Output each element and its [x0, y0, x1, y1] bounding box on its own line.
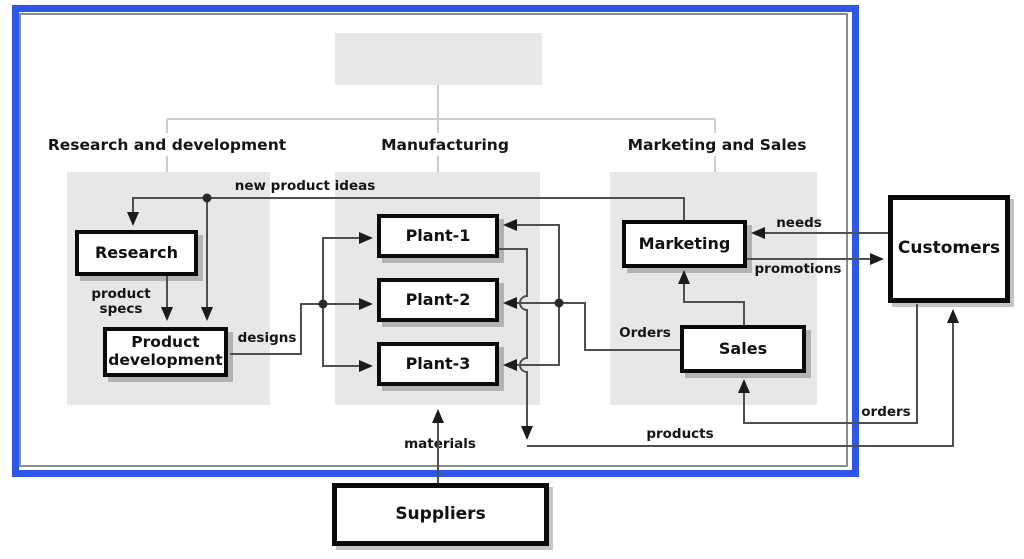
marketing-box: Marketing	[622, 220, 747, 268]
research-box-label: Research	[94, 242, 179, 262]
plant-3-box: Plant-3	[377, 342, 499, 386]
flow-label-promotions: promotions	[754, 261, 842, 277]
dept-label-research-and-development: Research and development	[47, 136, 287, 154]
org-root-box	[335, 33, 542, 85]
plant-3-box-label: Plant-3	[405, 353, 471, 373]
dept-label-marketing-and-sales: Marketing and Sales	[627, 136, 807, 154]
plant-2-box-label: Plant-2	[405, 289, 471, 309]
product-development-box: Product development	[103, 327, 228, 377]
flow-label-materials: materials	[404, 436, 476, 452]
suppliers-box-label: Suppliers	[395, 503, 486, 524]
customers-box: Customers	[888, 195, 1010, 303]
flow-label-customer-orders: orders	[861, 404, 911, 420]
flow-label-product-specs: product specs	[91, 286, 151, 317]
flow-label-needs: needs	[776, 215, 822, 231]
marketing-box-label: Marketing	[638, 233, 731, 253]
dept-label-manufacturing: Manufacturing	[381, 136, 509, 154]
diagram-inner-frame	[19, 13, 848, 467]
blue-highlight-frame	[12, 5, 859, 477]
suppliers-box: Suppliers	[332, 483, 549, 546]
research-box: Research	[75, 230, 198, 276]
plant-2-box: Plant-2	[377, 278, 499, 322]
product-development-box-label: Product development	[108, 333, 223, 369]
customers-box-label: Customers	[897, 238, 1001, 259]
flow-label-new-product-ideas: new product ideas	[234, 178, 376, 194]
plant-1-box-label: Plant-1	[405, 225, 471, 245]
